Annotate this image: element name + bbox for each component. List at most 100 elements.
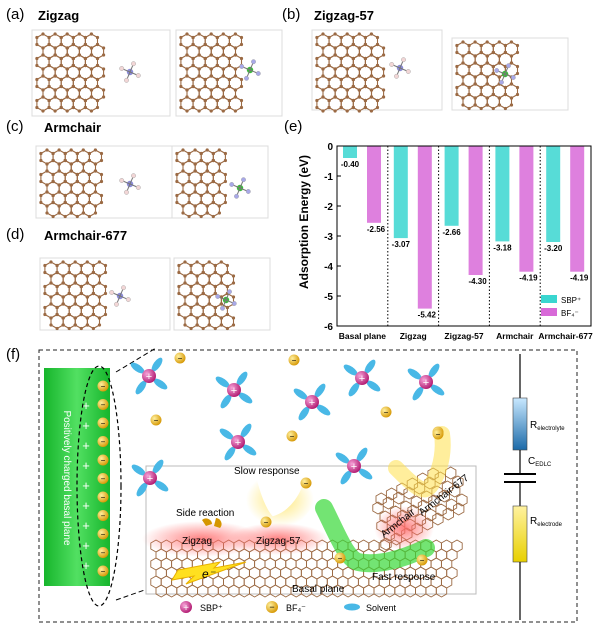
svg-text:−: − — [290, 432, 295, 441]
legend-solvent-label: Solvent — [366, 603, 397, 613]
electron-bolt-icon — [171, 561, 247, 585]
plus-charge: + — [82, 478, 90, 493]
adsorbate-molecule-icon — [109, 285, 131, 307]
bf4-anion-icon — [97, 565, 109, 577]
carbon-lattice-5 — [175, 148, 227, 219]
electrode-resistor-icon — [512, 505, 528, 563]
bar-value-label: -4.19 — [519, 274, 538, 283]
panel-c-letter: (c) — [6, 118, 24, 135]
adsorbate-molecule-icon — [119, 173, 141, 195]
bar-bf4 — [367, 146, 381, 223]
struct-b2-frame — [451, 37, 569, 111]
adsorbate-molecule-icon — [119, 61, 141, 83]
x-category-label: Armchair — [496, 331, 534, 341]
bf4-anion-icon — [97, 436, 109, 447]
bar-sbp — [495, 146, 510, 242]
adsorbate-molecule-icon — [215, 289, 237, 311]
zigzag-glow — [142, 521, 262, 557]
bar-sbp — [444, 146, 459, 226]
struct-b1-frame — [311, 29, 443, 111]
legend-bf4-label: BF₄⁻ — [286, 603, 306, 613]
svg-text:−: − — [154, 416, 159, 425]
bf4-anion-icon: − — [288, 354, 300, 366]
equivalent-circuit: Relectrolyte CEDLC Relectrode — [504, 354, 565, 620]
sbp-cation-icon: + — [219, 423, 257, 461]
svg-text:−: − — [338, 554, 343, 563]
plus-charge: + — [82, 438, 90, 453]
panel-c-title: Armchair — [44, 120, 102, 135]
x-category-label: Armchair-677 — [538, 331, 593, 341]
bf4-sign: − — [101, 549, 106, 558]
bf4-anion-icon: − — [174, 352, 186, 364]
plus-charge: + — [82, 558, 90, 573]
adsorbate-molecule-icon — [494, 63, 516, 85]
bf4-anion-icon — [97, 547, 109, 558]
plus-charge: + — [82, 538, 90, 553]
legend-swatch-bf4 — [541, 308, 557, 316]
panel-e-letter: (e) — [284, 118, 303, 135]
legend-sbp-label: SBP⁺ — [200, 603, 223, 613]
bar-value-label: -5.42 — [418, 311, 437, 320]
bar-value-label: -3.07 — [392, 240, 411, 249]
adsorbed-anion-layer: −−−−−−−−−−− — [97, 380, 109, 577]
bf4-anion-icon: − — [432, 428, 444, 440]
adsorption-structures — [31, 29, 569, 331]
r-electrode-label: Relectrode — [530, 516, 563, 528]
bf4-anion-icon: − — [300, 477, 312, 489]
bf4-anion-icon: − — [380, 406, 392, 418]
legend-label-sbp: SBP⁺ — [561, 296, 581, 305]
svg-text:−: − — [264, 518, 269, 527]
svg-text:−: − — [384, 408, 389, 417]
chart-legend: SBP⁺ BF₄⁻ — [541, 295, 581, 318]
electrode-plus-charges: +++++++++ — [82, 398, 90, 573]
slow-response-glow — [237, 464, 323, 536]
svg-text:−: − — [292, 356, 297, 365]
bar-sbp — [393, 146, 408, 239]
fast-response-glow — [315, 499, 435, 573]
c-edlc-label: CEDLC — [528, 456, 552, 468]
bar-value-label: -4.19 — [570, 274, 589, 283]
bf4-sign: − — [101, 567, 106, 576]
bf4-anion-icon — [97, 417, 109, 429]
panel-a-title: Zigzag — [38, 8, 80, 23]
svg-text:+: + — [146, 371, 152, 383]
legend-label-bf4: BF₄⁻ — [561, 309, 579, 318]
svg-text:+: + — [309, 397, 315, 409]
bf4-sign: − — [101, 456, 106, 465]
svg-text:+: + — [235, 437, 241, 449]
sbp-cation-icon: + — [215, 371, 253, 409]
plus-charge: + — [82, 418, 90, 433]
bf4-anion-icon: − — [150, 414, 162, 426]
panel-b-title: Zigzag-57 — [314, 8, 374, 23]
legend-swatch-sbp — [541, 295, 557, 303]
armchair-glow — [374, 506, 434, 550]
adsorbate-molecule-icon — [229, 177, 251, 199]
panel-a-letter: (a) — [6, 6, 25, 23]
plus-charge: + — [82, 498, 90, 513]
struct-d1-frame — [39, 257, 171, 331]
zigzag57-glow — [228, 523, 328, 555]
legend-sbp-sign: + — [183, 603, 189, 614]
sbp-cation-icon: + — [293, 383, 331, 421]
struct-d2-frame — [173, 257, 271, 331]
legend-bf4-sign: − — [269, 602, 274, 612]
struct-a2-frame — [175, 29, 283, 117]
bf4-anion-icon: − — [286, 430, 298, 442]
r-electrolyte-label: Relectrolyte — [530, 420, 565, 432]
carbon-lattice-2 — [315, 32, 386, 113]
bar-value-label: -3.20 — [544, 244, 563, 253]
sbp-cation-icon: + — [407, 363, 445, 401]
upper-edge-glow — [388, 426, 451, 498]
schematic-frame — [38, 349, 578, 623]
bf4-sign: − — [101, 419, 106, 428]
bar-sbp — [343, 146, 357, 158]
edge-label-zigzag57: Zigzag-57 — [256, 536, 301, 547]
basal-plane-label: Basal plane — [292, 584, 345, 595]
sbp-cation-icon: + — [130, 357, 168, 395]
bar-value-label: -0.40 — [341, 160, 360, 169]
plus-charge: + — [82, 518, 90, 533]
panel-b-letter: (b) — [282, 6, 301, 23]
bf4-anion-icon — [97, 473, 109, 484]
carbon-lattice-3 — [455, 40, 520, 111]
y-tick-label: -2 — [324, 202, 333, 213]
